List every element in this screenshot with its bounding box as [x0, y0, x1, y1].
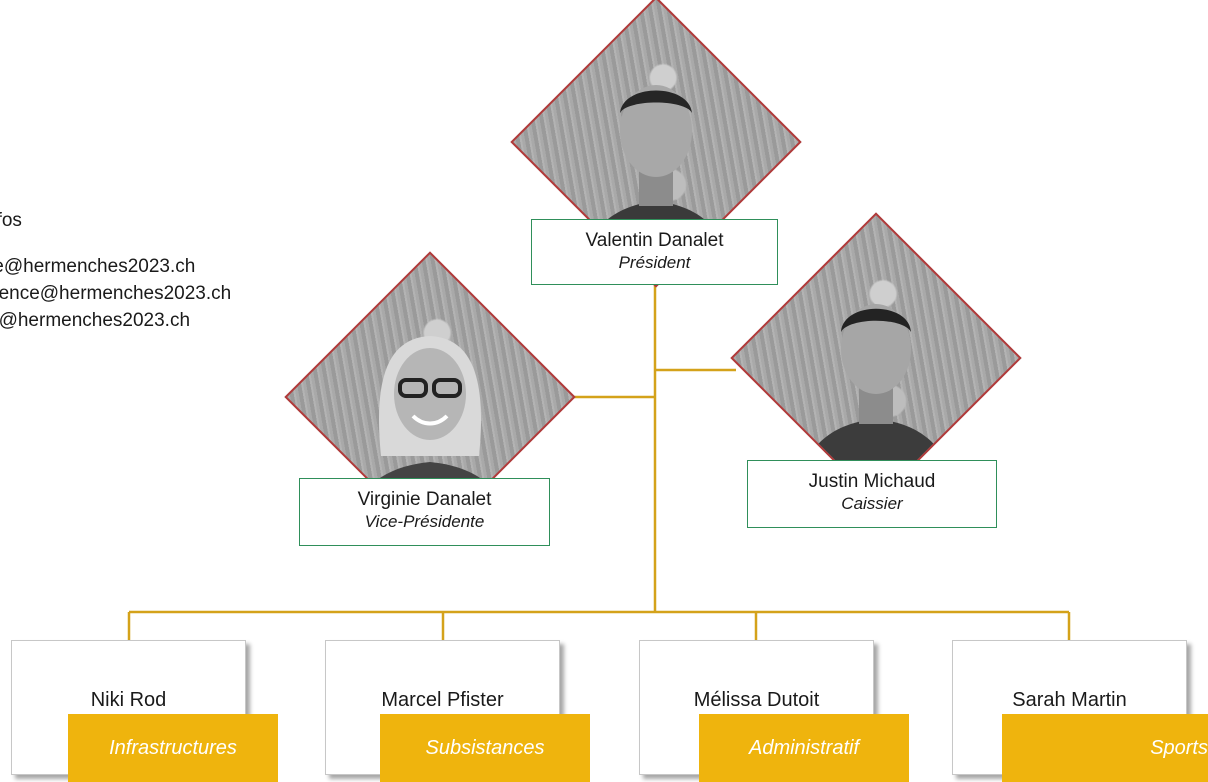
- person-name: Valentin Danalet: [585, 230, 724, 251]
- person-name: Justin Michaud: [808, 471, 936, 492]
- treasurer-namebox: Justin Michaud Caissier: [747, 460, 997, 528]
- department-label: Sports: [1002, 714, 1208, 782]
- person-role: Caissier: [841, 494, 903, 513]
- email-link[interactable]: dence@hermenches2023.ch: [0, 283, 232, 304]
- contact-infos: nfos te@hermenches2023.ch dence@hermench…: [0, 207, 231, 334]
- team-member-name: Mélissa Dutoit: [693, 689, 820, 711]
- team-member-name: Marcel Pfister: [381, 689, 504, 711]
- department-label: Subsistances: [380, 714, 590, 782]
- person-name: Virginie Danalet: [357, 489, 492, 510]
- vice-president-namebox: Virginie Danalet Vice-Présidente: [299, 478, 550, 546]
- team-member-name: Sarah Martin: [1012, 689, 1127, 711]
- person-role: Président: [618, 253, 691, 272]
- department-label: Administratif: [699, 714, 909, 782]
- infos-heading: nfos: [0, 210, 22, 231]
- president-namebox: Valentin Danalet Président: [531, 219, 778, 285]
- email-link[interactable]: te@hermenches2023.ch: [0, 256, 196, 277]
- email-link[interactable]: e@hermenches2023.ch: [0, 310, 191, 331]
- department-label: Infrastructures: [68, 714, 278, 782]
- team-member-name: Niki Rod: [90, 689, 167, 711]
- person-role: Vice-Présidente: [364, 512, 485, 531]
